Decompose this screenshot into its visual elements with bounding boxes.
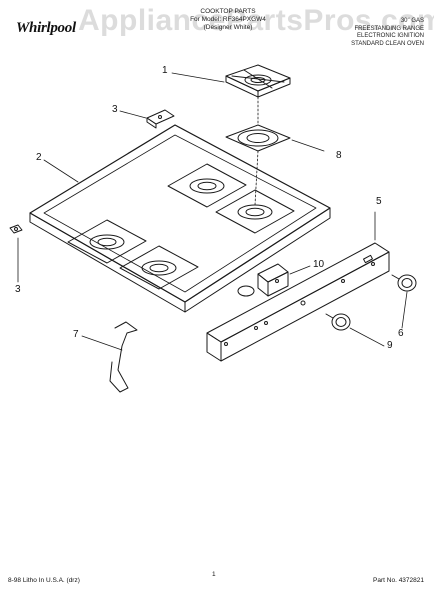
callout-6: 6 [398,328,404,339]
control-knob [325,313,351,331]
spec-line-1: 30" GAS [400,18,424,24]
callout-1: 1 [162,65,168,76]
spec-line-2: FREESTANDING RANGE [354,25,424,32]
title-line-3: (Designer White) [203,24,253,31]
callout-10: 10 [313,259,325,270]
leader-lines [17,72,408,351]
spec-line-3: ELECTRONIC IGNITION [356,33,424,39]
callout-5: 5 [376,196,382,207]
title-line-1: COOKTOP PARTS [200,8,256,15]
callout-7: 7 [73,329,79,340]
clip [9,224,23,234]
callout-9: 9 [387,340,393,351]
whirlpool-logo: Whirlpool [16,20,76,36]
title-block: COOKTOP PARTS For Model: RF364PXGW4 (Des… [168,8,288,32]
cooktop-panel [29,124,331,313]
ignition-switch [237,263,289,297]
spec-block: 30" GAS FREESTANDING RANGE ELECTRONIC IG… [351,18,424,48]
control-knob-2 [391,274,417,292]
watermark-text: AppliancePartsPros.com [78,4,434,37]
footer-part-number: Part No. 4372821 [373,577,424,584]
callout-3-left: 3 [15,284,21,295]
footer-page-number: 1 [212,571,216,578]
hinge-bracket [146,109,175,129]
spec-line-4: STANDARD CLEAN OVEN [351,40,424,47]
support-rod [109,321,138,393]
callout-8: 8 [336,150,342,161]
manifold-panel [206,242,390,362]
callout-3-top: 3 [112,104,118,115]
title-line-2: For Model: RF364PXGW4 [190,16,266,23]
burner-bowl [225,124,291,152]
burner-grate [225,64,291,98]
callout-2: 2 [36,152,42,163]
footer-litho-note: 8-98 Litho In U.S.A. (drz) [8,577,80,584]
